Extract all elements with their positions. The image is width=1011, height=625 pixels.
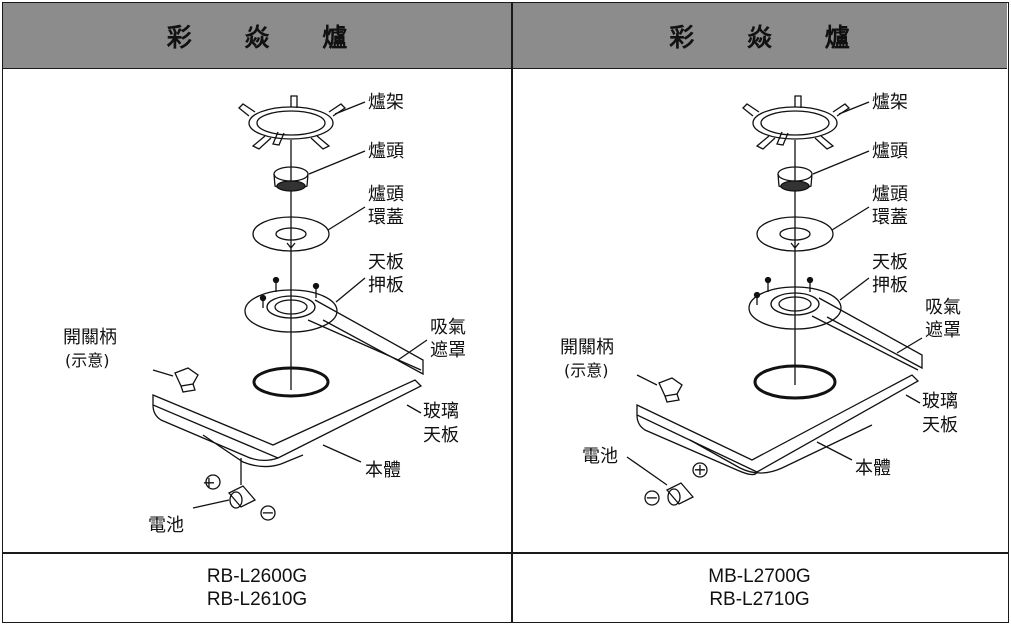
stove-body-illustration — [152, 319, 423, 468]
top-plate-illustration — [748, 276, 842, 330]
burner-ring-illustration — [756, 216, 834, 252]
knob-illustration — [174, 367, 199, 393]
model-number: RB-L2710G — [709, 589, 810, 610]
label-burner-head: 爐頭 — [872, 141, 908, 162]
exploded-diagram-right: + − 爐架 爐頭 爐頭 環蓋 天板 押板 吸氣 遮罩 開關柄 (示意) 玻璃 … — [560, 92, 961, 507]
label-battery: 電池 — [148, 515, 184, 536]
exploded-diagram-left: + − 爐架 爐頭 爐頭 環蓋 天板 押板 吸氣 遮罩 開關柄 (示意) 玻璃 … — [63, 92, 466, 536]
label-knob-2: (示意) — [65, 351, 110, 370]
label-top-plate-2: 押板 — [368, 275, 404, 296]
intake-shield-illustration — [818, 297, 923, 370]
intake-shield-illustration — [314, 299, 424, 376]
stove-body-illustration — [636, 315, 920, 476]
label-grate: 爐架 — [368, 92, 404, 113]
burner-ring-illustration — [252, 216, 330, 252]
grate-illustration — [742, 95, 851, 150]
battery-minus-label: − — [261, 503, 274, 522]
label-burner-ring-1: 爐頭 — [368, 184, 404, 205]
label-burner-ring-2: 環蓋 — [872, 207, 908, 228]
label-top-plate-1: 天板 — [368, 252, 404, 273]
model-number: RB-L2610G — [206, 589, 308, 610]
column-divider — [511, 3, 513, 622]
label-knob-1: 開關柄 — [63, 327, 117, 348]
label-burner-ring-1: 爐頭 — [872, 184, 908, 205]
header-title-left: 彩 焱 爐 — [166, 22, 370, 52]
grate-illustration — [238, 95, 347, 150]
burner-head-illustration — [273, 166, 309, 192]
label-knob-1: 開關柄 — [560, 337, 614, 358]
battery-illustration — [205, 458, 276, 521]
header-title-right: 彩 焱 爐 — [669, 22, 872, 52]
label-glass-1: 玻璃 — [423, 401, 459, 422]
label-grate: 爐架 — [872, 92, 908, 113]
column-header-left: 彩 焱 爐 — [3, 3, 511, 69]
label-intake-2: 遮罩 — [925, 320, 961, 341]
top-plate-illustration — [244, 276, 338, 333]
battery-minus-label: − — [645, 488, 658, 507]
battery-plus-label: + — [202, 473, 215, 492]
label-intake-1: 吸氣 — [925, 297, 961, 318]
model-number: MB-L2700G — [708, 566, 811, 587]
label-battery: 電池 — [582, 446, 618, 467]
battery-plus-label: + — [693, 460, 706, 479]
label-burner-ring-2: 環蓋 — [368, 207, 404, 228]
label-knob-2: (示意) — [564, 361, 609, 380]
label-body: 本體 — [855, 458, 891, 479]
label-top-plate-1: 天板 — [872, 252, 908, 273]
model-cell-left: RB-L2600G RB-L2610G — [3, 554, 511, 622]
model-cell-right: MB-L2700G RB-L2710G — [512, 554, 1007, 622]
label-glass-2: 天板 — [922, 415, 958, 436]
model-number: RB-L2600G — [206, 566, 308, 587]
battery-illustration — [644, 462, 708, 506]
label-top-plate-2: 押板 — [872, 275, 908, 296]
row-divider — [3, 552, 1008, 554]
label-intake-2: 遮罩 — [430, 340, 466, 361]
label-intake-1: 吸氣 — [430, 317, 466, 338]
label-burner-head: 爐頭 — [368, 141, 404, 162]
label-body: 本體 — [365, 460, 401, 481]
column-header-right: 彩 焱 爐 — [512, 3, 1007, 69]
knob-illustration — [658, 377, 683, 403]
burner-head-illustration — [777, 166, 813, 192]
label-glass-1: 玻璃 — [922, 391, 958, 412]
label-glass-2: 天板 — [423, 425, 459, 446]
